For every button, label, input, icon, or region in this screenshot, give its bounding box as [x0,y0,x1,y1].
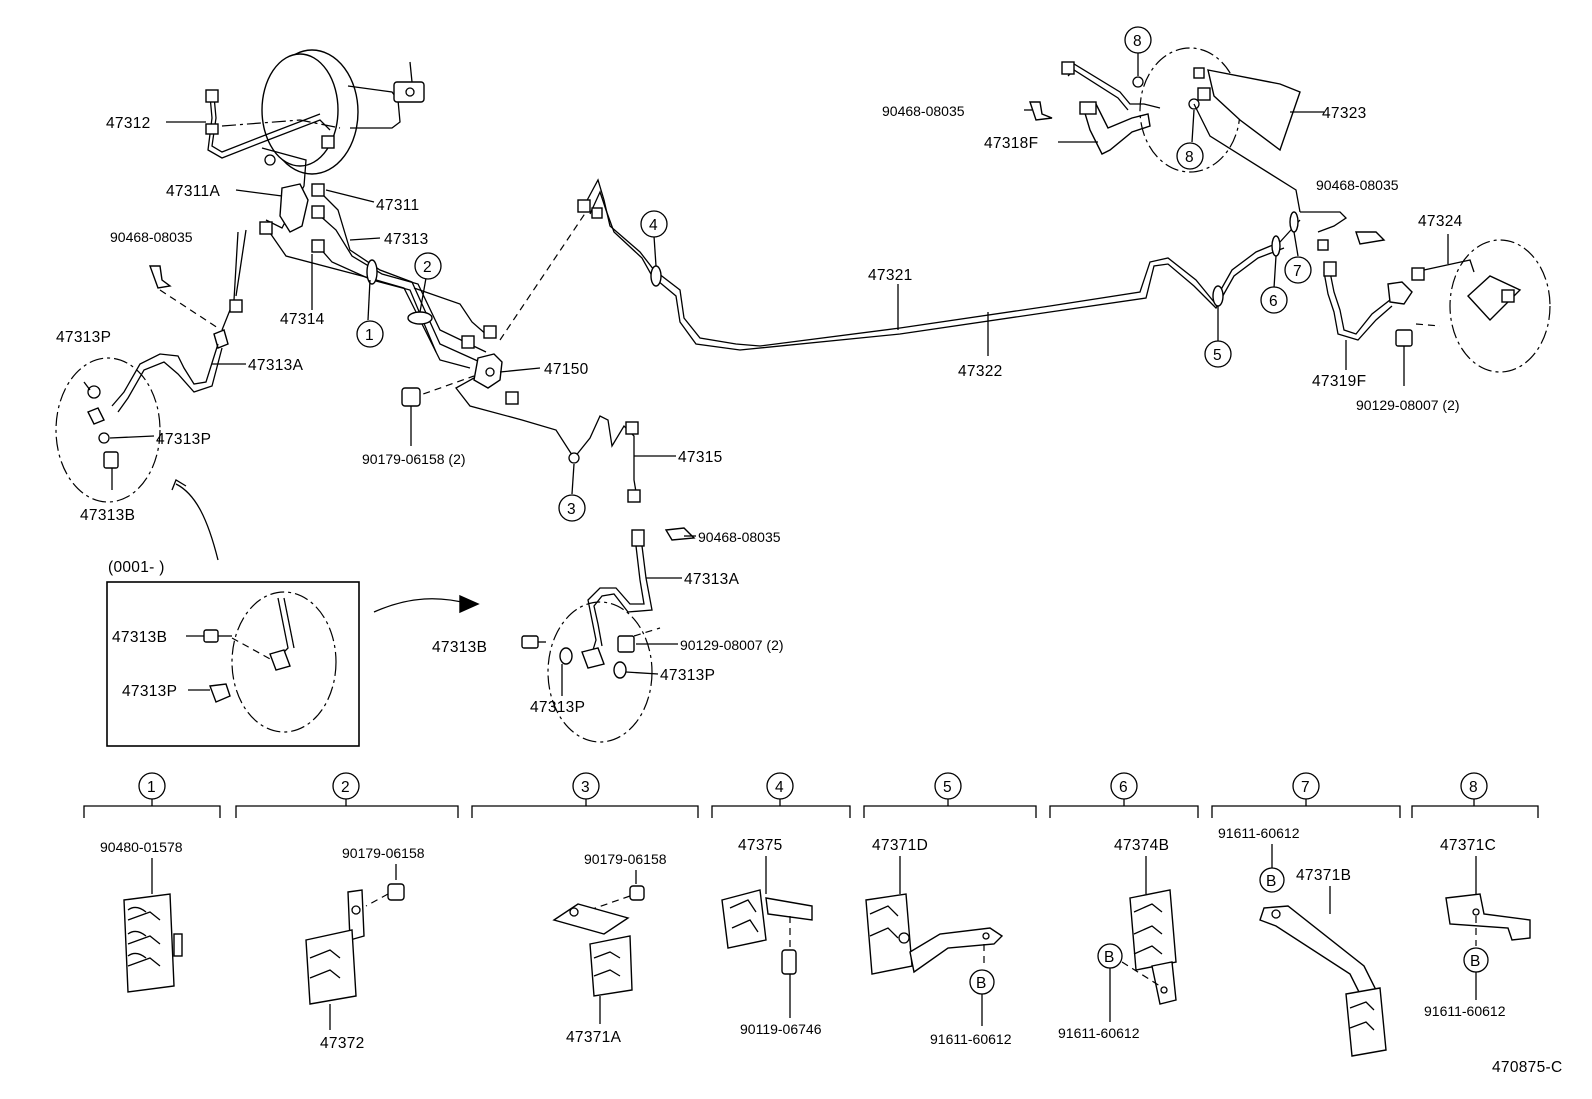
label-90129-b: 90129-08007 (2) [680,637,784,653]
clamp-group-7: 91611-60612 B 47371B [1218,825,1387,1057]
clip-90468-icons [149,101,1386,541]
group-8-number: 8 [1469,779,1478,796]
callout-8-a: 8 [1133,33,1142,50]
g8-part-2: B [1470,953,1481,970]
label-90468-a: 90468-08035 [110,229,193,245]
group-3-number: 3 [581,779,590,796]
clamp-group-4: 47375 90119-06746 [721,837,822,1037]
g2-part-1: 90179-06158 [342,845,425,861]
clamp-group-8: 47371C B 91611-60612 [1424,837,1531,1019]
label-47312: 47312 [106,115,151,132]
label-47315: 47315 [678,449,723,466]
g2-part-2: 47372 [320,1035,365,1052]
label-90179-a: 90179-06158 (2) [362,451,466,467]
callout-5: 5 [1213,347,1222,364]
callout-7: 7 [1293,263,1302,280]
label-47313B-b: 47313B [432,639,487,656]
label-47322: 47322 [958,363,1003,380]
g6-part-1: 47374B [1114,837,1169,854]
brake-booster-assembly [261,49,425,229]
label-47313P-e: 47313P [122,683,177,700]
label-47311: 47311 [376,197,419,214]
brake-line-bundle [235,183,497,369]
front-left-hose [55,231,243,503]
g7-part-3: 47371B [1296,867,1351,884]
group-4-number: 4 [775,779,784,796]
g6-part-3: 91611-60612 [1058,1025,1140,1041]
label-47324: 47324 [1418,213,1463,230]
g4-part-1: 47375 [738,837,783,854]
callout-6: 6 [1269,293,1278,310]
label-90468-c: 90468-08035 [1316,177,1399,193]
label-47319F: 47319F [1312,373,1366,390]
clamp-group-1: 90480-01578 [100,839,183,993]
g7-part-1: 91611-60612 [1218,825,1300,841]
g3-part-1: 90179-06158 [584,851,667,867]
callout-2: 2 [423,259,432,276]
front-right-hose [521,529,661,743]
label-47323: 47323 [1322,105,1367,122]
label-47313A-a: 47313A [248,357,304,374]
clamp-group-5: 47371D B 91611-60612 [865,837,1012,1047]
callout-3: 3 [567,501,576,518]
callout-8-b: 8 [1185,149,1194,166]
label-47313A-b: 47313A [684,571,740,588]
group-5-number: 5 [943,779,952,796]
inset-arrows [171,479,480,614]
group-7-number: 7 [1301,779,1310,796]
callouts: 1 2 3 4 5 6 7 8 8 [356,26,1312,522]
g1-part-1: 90480-01578 [100,839,183,855]
g4-part-2: 90119-06746 [740,1021,822,1037]
g7-part-2: B [1266,873,1277,890]
clamp-group-6: 47374B B 91611-60612 [1058,837,1177,1041]
clamp-groups: 1 2 3 4 5 6 7 8 90480-01578 90179-06158 [83,772,1539,1057]
g5-part-1: 47371D [872,837,928,854]
label-47321: 47321 [868,267,913,284]
figure-code: 470875-C [1492,1059,1562,1076]
g6-part-2: B [1104,949,1115,966]
label-inset-range: (0001- ) [108,559,165,576]
callout-1: 1 [365,327,374,344]
rear-brake-left [1317,239,1551,386]
clamp-group-3: 90179-06158 47371A [552,851,667,1046]
clamp-group-2: 90179-06158 47372 [305,845,425,1052]
callout-4: 4 [649,217,658,234]
label-47313P-c: 47313P [660,667,715,684]
rear-brake-right [1061,47,1348,233]
brake-line-47315 [568,415,641,503]
label-47311A: 47311A [166,183,220,200]
g8-part-1: 47371C [1440,837,1496,854]
part-labels: 47312 47311A 47311 47313 90468-08035 473… [56,103,1562,1076]
label-47313B-c: 47313B [112,629,167,646]
label-47313: 47313 [384,231,429,248]
brake-line-47312 [205,89,341,159]
g5-part-3: 91611-60612 [930,1031,1012,1047]
group-2-number: 2 [341,779,350,796]
g5-part-2: B [976,975,987,992]
valve-47150 [411,211,587,459]
g8-part-3: 91611-60612 [1424,1003,1506,1019]
label-90129-a: 90129-08007 (2) [1356,397,1460,413]
brake-line-47321-47322 [577,178,1301,351]
label-47150: 47150 [544,361,589,378]
inset-box [106,581,360,747]
label-47313P-d: 47313P [530,699,585,716]
group-6-number: 6 [1119,779,1128,796]
leader-lines [83,52,1449,696]
label-47313P-a: 47313P [56,329,111,346]
label-47314: 47314 [280,311,325,328]
group-brackets [83,798,1539,818]
group-1-number: 1 [147,779,156,796]
label-47318F: 47318F [984,135,1038,152]
bolt-90179 [401,387,421,446]
label-47313P-b: 47313P [156,431,211,448]
g3-part-2: 47371A [566,1029,622,1046]
label-47313B-a: 47313B [80,507,135,524]
label-90468-d: 90468-08035 [698,529,781,545]
label-90468-b: 90468-08035 [882,103,965,119]
